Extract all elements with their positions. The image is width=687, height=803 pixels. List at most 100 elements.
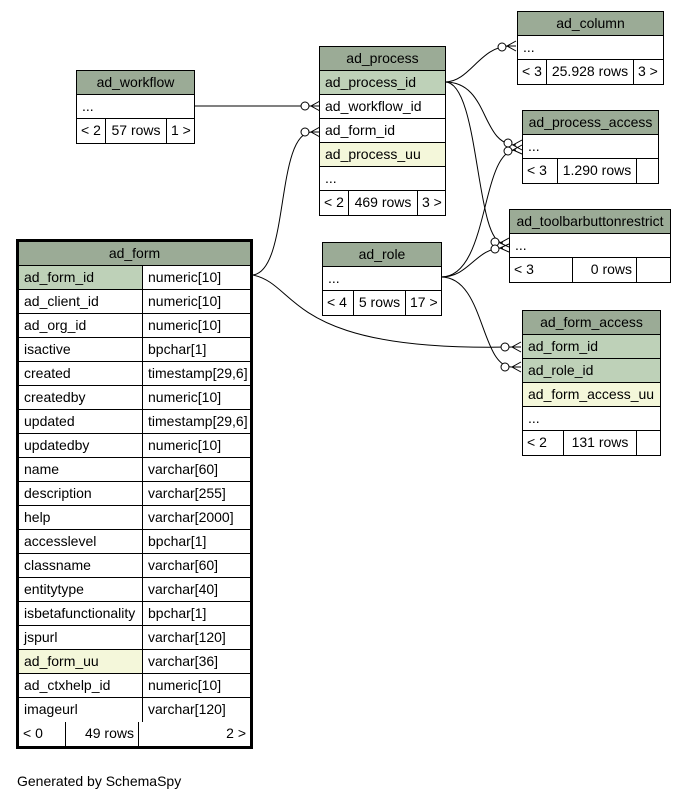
column-name: ad_org_id	[24, 317, 87, 333]
crowfoot	[510, 361, 522, 373]
column-type: timestamp[29,6]	[142, 362, 250, 385]
column-type: bpchar[1]	[142, 338, 250, 361]
uuid-cell: ad_form_access_uu	[523, 383, 660, 406]
edge-process-toolbar	[444, 81, 504, 244]
table-ad-form-access[interactable]: ad_form_access ad_form_id ad_role_id ad_…	[522, 310, 661, 456]
table-header[interactable]: ad_form	[19, 242, 250, 266]
column-type: varchar[60]	[142, 458, 250, 481]
table-header[interactable]: ad_role	[323, 243, 441, 267]
column-name: isactive	[24, 341, 71, 357]
edge-role-process-access	[440, 149, 517, 278]
crowfoot	[498, 243, 510, 253]
column-name: updated	[24, 413, 75, 429]
table-ad-workflow[interactable]: ad_workflow ... < 2 57 rows 1 >	[76, 70, 195, 144]
uuid-cell: ad_process_uu	[320, 143, 445, 166]
parents-link[interactable]: < 3	[514, 261, 534, 277]
table-header[interactable]: ad_form_access	[523, 311, 660, 335]
edge-marker	[500, 362, 510, 372]
row-count: 0 rows	[572, 258, 636, 282]
primary-key-cell: ad_role_id	[523, 359, 660, 382]
column-cell: ...	[528, 138, 540, 154]
children-link[interactable]: 2 >	[138, 722, 250, 746]
parents-link[interactable]: < 3	[522, 63, 542, 79]
children-link[interactable]	[636, 159, 658, 183]
column-type: numeric[10]	[142, 290, 250, 313]
column-name: created	[24, 365, 71, 381]
edge-marker	[300, 127, 310, 137]
column-cell: ...	[528, 410, 540, 426]
row-count: 131 rows	[563, 431, 636, 455]
column-name: ad_form_uu	[19, 650, 142, 673]
table-header[interactable]: ad_column	[518, 12, 663, 36]
column-name: description	[24, 485, 92, 501]
crowfoot	[505, 40, 517, 52]
table-header[interactable]: ad_workflow	[77, 71, 194, 95]
parents-link[interactable]: < 2	[81, 122, 101, 138]
edge-form-process	[252, 131, 313, 276]
table-header[interactable]: ad_toolbarbuttonrestrict	[510, 210, 670, 234]
row-count: 1.290 rows	[557, 159, 636, 183]
table-row: ad_ctxhelp_id numeric[10]	[19, 674, 250, 698]
table-footer: < 3 1.290 rows	[523, 159, 658, 183]
table-footer: < 3 0 rows	[510, 258, 670, 282]
children-link[interactable]	[636, 431, 660, 455]
table-footer: < 2 469 rows 3 >	[320, 191, 445, 215]
table-header[interactable]: ad_process	[320, 47, 445, 71]
column-name: classname	[24, 557, 91, 573]
table-header[interactable]: ad_process_access	[523, 111, 658, 135]
edge-form-access	[252, 274, 513, 348]
column-cell: ...	[325, 170, 337, 186]
row-count: 25.928 rows	[546, 60, 633, 84]
column-type: varchar[2000]	[142, 506, 250, 529]
children-link[interactable]: 3 >	[417, 191, 445, 215]
table-row: created timestamp[29,6]	[19, 362, 250, 386]
column-cell: ...	[82, 98, 94, 114]
column-type: numeric[10]	[142, 674, 250, 697]
crowfoot	[511, 139, 523, 151]
primary-key-cell: ad_form_id	[523, 335, 660, 358]
column-cell: ad_workflow_id	[325, 98, 422, 114]
column-name: isbetafunctionality	[24, 605, 136, 621]
parents-link[interactable]: < 2	[527, 434, 547, 450]
crowfoot	[511, 144, 523, 155]
table-footer: < 3 25.928 rows 3 >	[518, 60, 663, 84]
edge-marker	[503, 138, 513, 148]
table-ad-process[interactable]: ad_process ad_process_id ad_workflow_id …	[319, 46, 446, 216]
parents-link[interactable]: < 0	[23, 725, 43, 741]
column-cell: ...	[515, 237, 527, 253]
column-name: ad_ctxhelp_id	[24, 677, 111, 693]
table-ad-column[interactable]: ad_column ... < 3 25.928 rows 3 >	[517, 11, 664, 85]
parents-link[interactable]: < 3	[527, 162, 547, 178]
column-name: entitytype	[24, 581, 84, 597]
table-footer: < 2 57 rows 1 >	[77, 119, 194, 143]
column-cell: ...	[328, 270, 340, 286]
column-name: accesslevel	[24, 533, 97, 549]
table-ad-process-access[interactable]: ad_process_access ... < 3 1.290 rows	[522, 110, 659, 184]
children-link[interactable]: 17 >	[405, 291, 441, 315]
column-type: numeric[10]	[142, 434, 250, 457]
edge-marker	[490, 244, 500, 254]
parents-link[interactable]: < 2	[324, 194, 344, 210]
children-link[interactable]	[636, 258, 670, 282]
table-ad-role[interactable]: ad_role ... < 4 5 rows 17 >	[322, 242, 442, 316]
edge-marker	[503, 146, 513, 156]
edge-marker	[497, 42, 507, 52]
children-link[interactable]: 1 >	[166, 119, 194, 143]
row-count: 469 rows	[348, 191, 417, 215]
column-name: jspurl	[24, 629, 58, 645]
table-ad-toolbarbuttonrestrict[interactable]: ad_toolbarbuttonrestrict ... < 3 0 rows	[509, 209, 671, 283]
children-link[interactable]: 3 >	[633, 60, 663, 84]
parents-link[interactable]: < 4	[327, 294, 347, 310]
generated-by-text: Generated by SchemaSpy	[17, 773, 182, 789]
